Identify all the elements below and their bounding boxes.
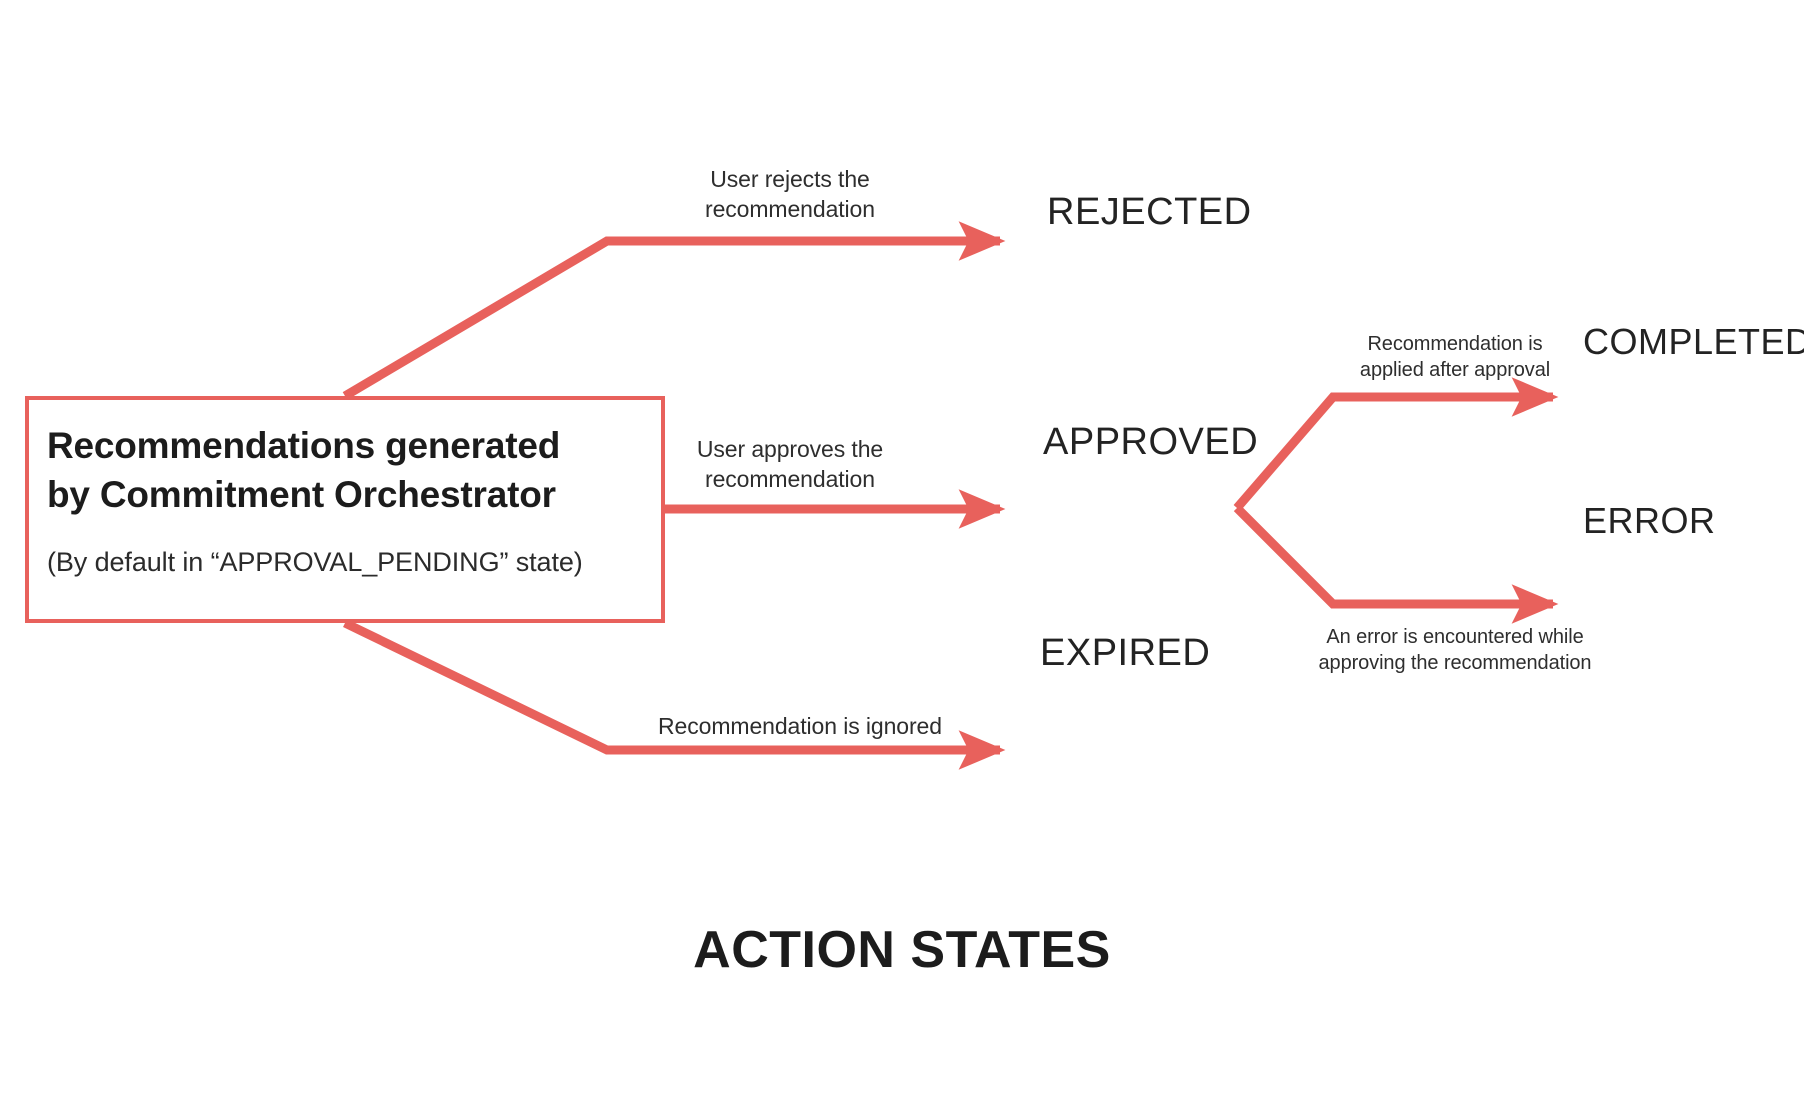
state-node-completed: COMPLETED <box>1583 321 1804 362</box>
source-node-title: Recommendations generated by Commitment … <box>47 422 643 520</box>
source-node-subtitle: (By default in “APPROVAL_PENDING” state) <box>47 546 583 577</box>
edge-to-completed <box>1233 377 1559 511</box>
source-node-title-line-1: Recommendations generated <box>47 425 561 466</box>
state-node-approved: APPROVED <box>1043 421 1259 463</box>
edge-label-complete: Recommendation is applied after approval <box>1359 333 1551 381</box>
edge-to-rejected <box>342 221 1006 400</box>
state-node-expired: EXPIRED <box>1040 632 1211 674</box>
edge-label-approve: User approves the recommendation <box>696 436 884 492</box>
edge-label-error: An error is encountered while approving … <box>1318 626 1592 674</box>
source-node: Recommendations generated by Commitment … <box>25 396 665 623</box>
edge-to-error <box>1233 504 1559 624</box>
edge-label-expire: Recommendation is ignored <box>658 713 942 739</box>
edge-label-reject: User rejects the recommendation <box>705 166 875 222</box>
state-node-error: ERROR <box>1583 500 1716 541</box>
diagram-caption: ACTION STATES <box>693 921 1111 979</box>
source-node-title-line-2: by Commitment Orchestrator <box>47 473 556 515</box>
state-node-rejected: REJECTED <box>1047 191 1252 233</box>
edge-to-expired <box>343 618 1006 770</box>
